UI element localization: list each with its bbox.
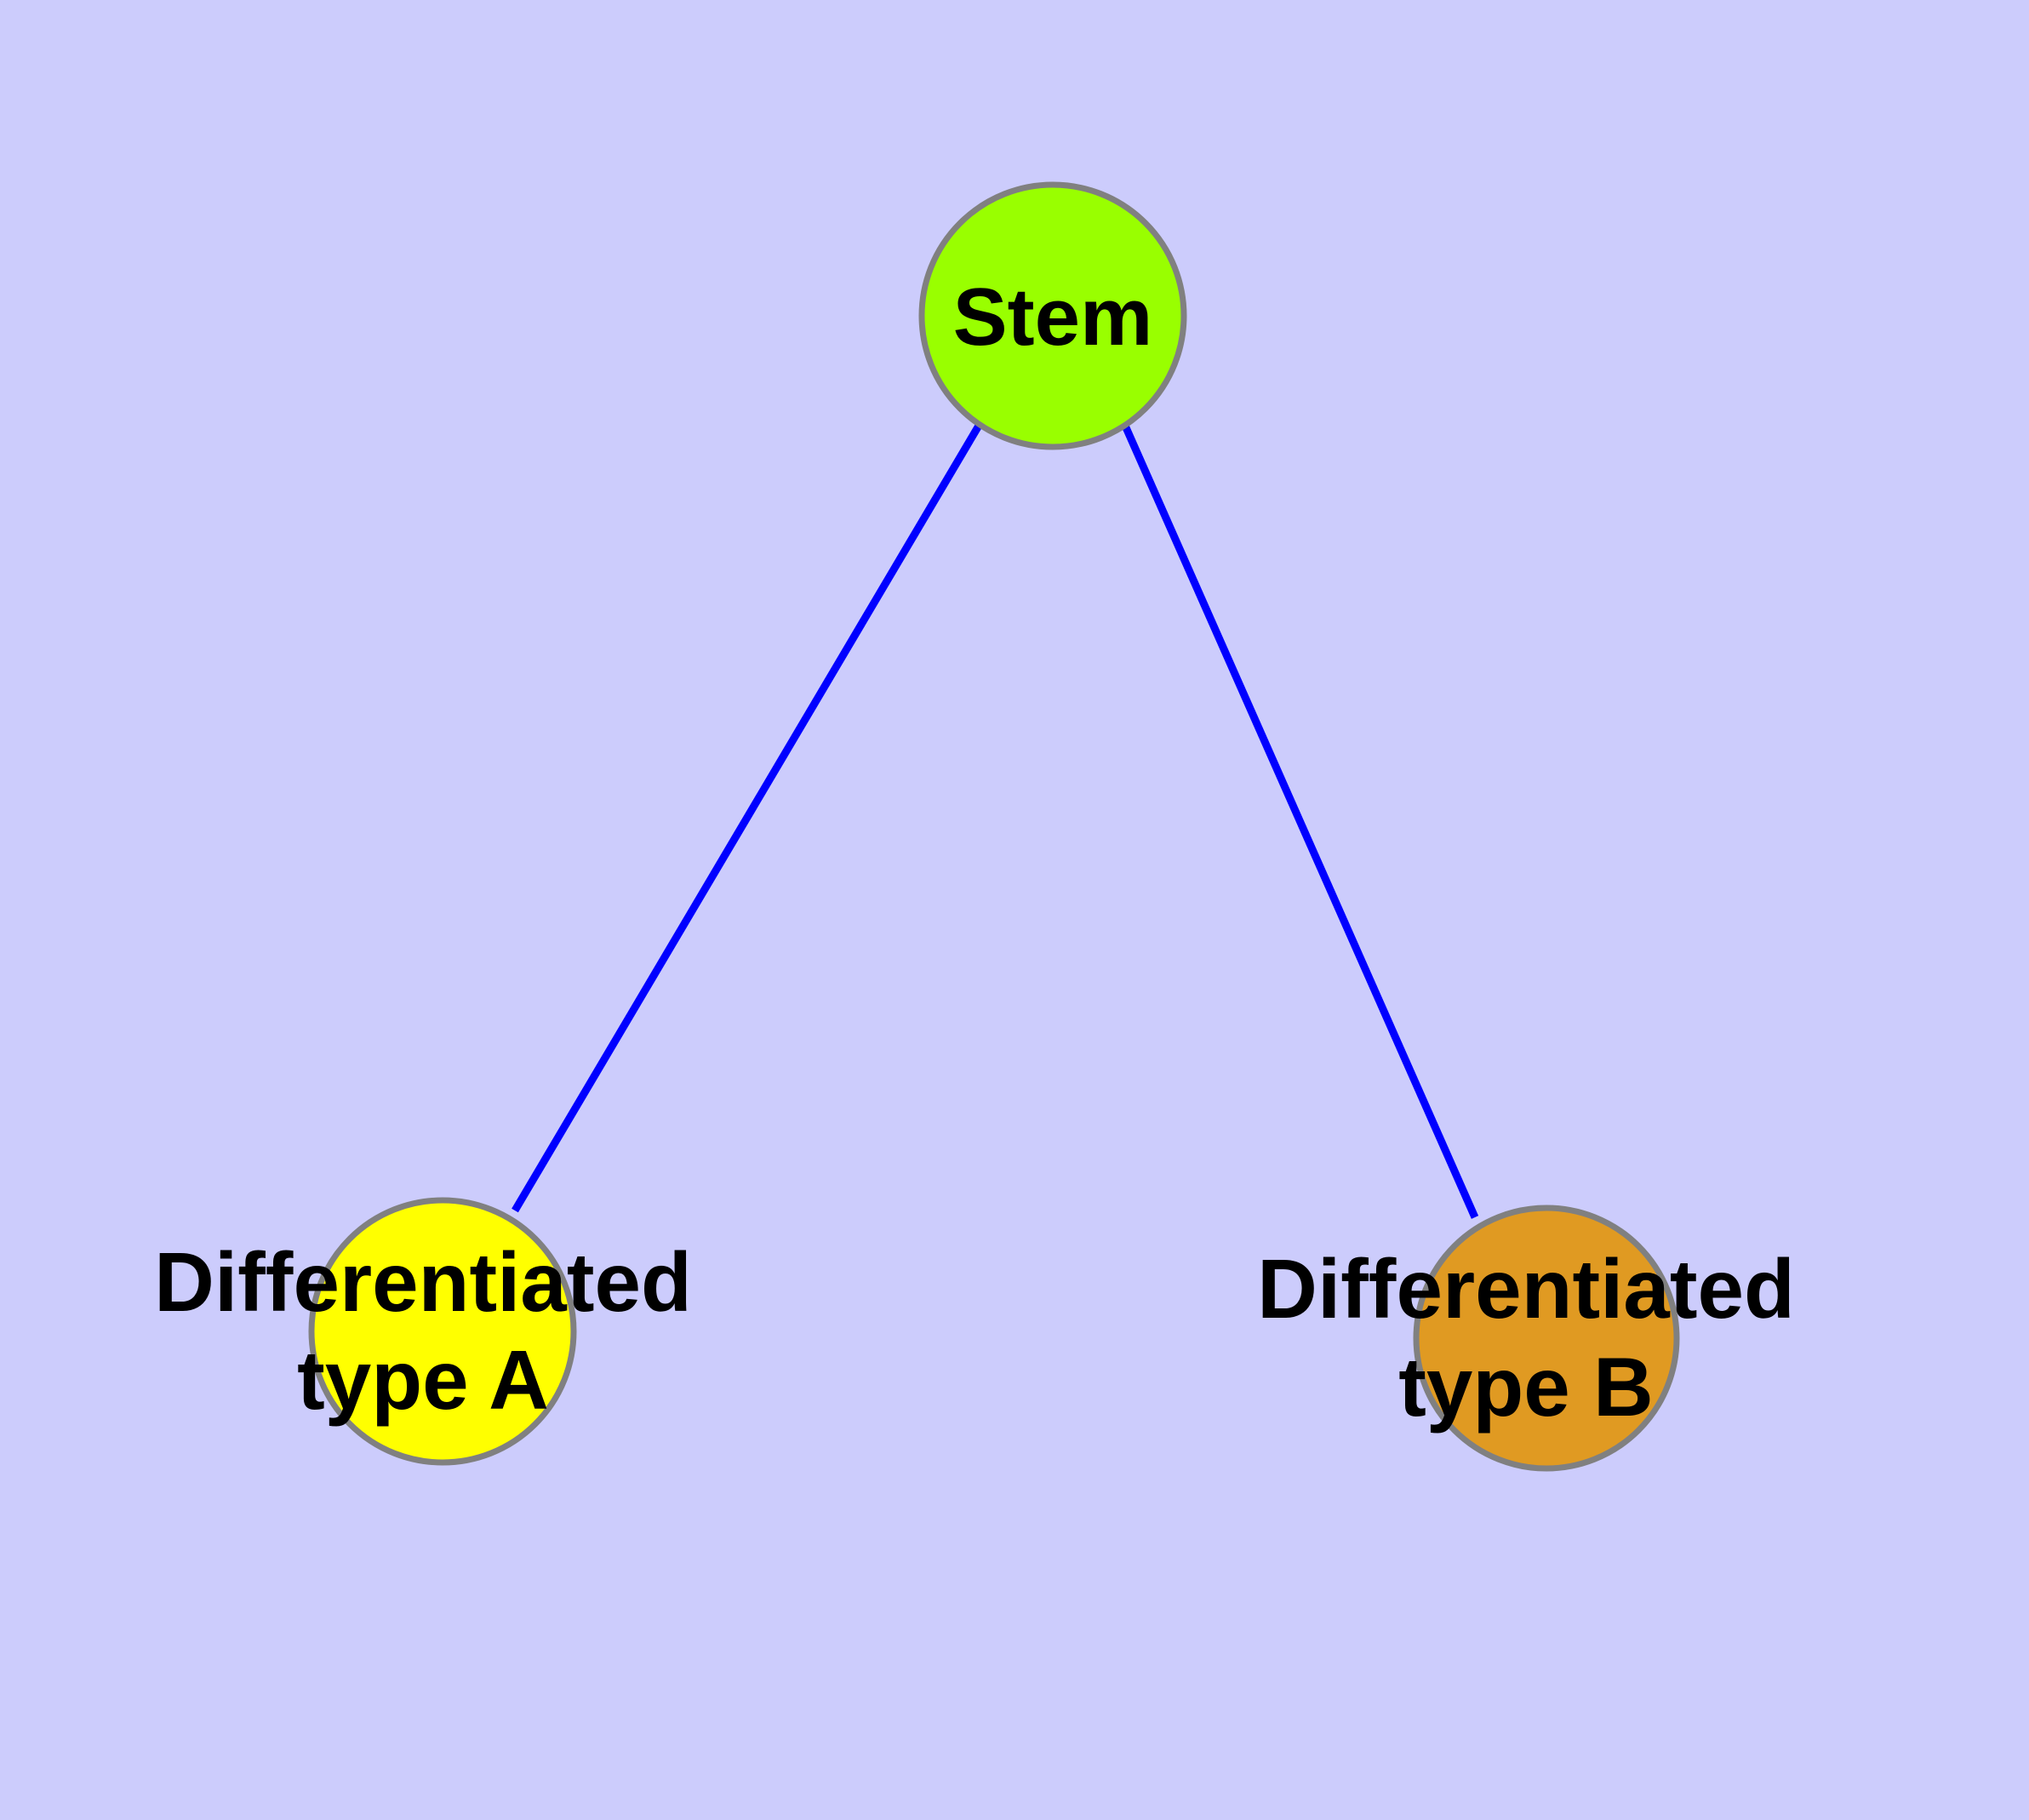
node-differentiated-type-b-group[interactable]: Differentiated type B — [1257, 1205, 1795, 1472]
node-differentiated-type-b-label-line1: Differentiated — [1257, 1242, 1795, 1336]
edge-stem-to-differentiated-type-b[interactable] — [1121, 424, 1479, 1219]
edges-group — [512, 423, 1479, 1219]
node-differentiated-type-a-label-line2: type A — [297, 1333, 549, 1427]
node-stem-label: Stem — [953, 272, 1153, 363]
node-differentiated-type-b-circle[interactable] — [1413, 1205, 1680, 1472]
node-stem-group[interactable]: Stem — [918, 181, 1187, 450]
edge-stem-to-differentiated-type-a[interactable] — [512, 423, 982, 1213]
node-stem-circle[interactable] — [918, 181, 1187, 450]
node-differentiated-type-a-label-line1: Differentiated — [154, 1235, 692, 1329]
node-differentiated-type-b-label-line2: type B — [1398, 1340, 1654, 1434]
node-differentiated-type-a-group[interactable]: Differentiated type A — [154, 1197, 692, 1466]
node-differentiated-type-a-circle[interactable] — [308, 1197, 577, 1466]
